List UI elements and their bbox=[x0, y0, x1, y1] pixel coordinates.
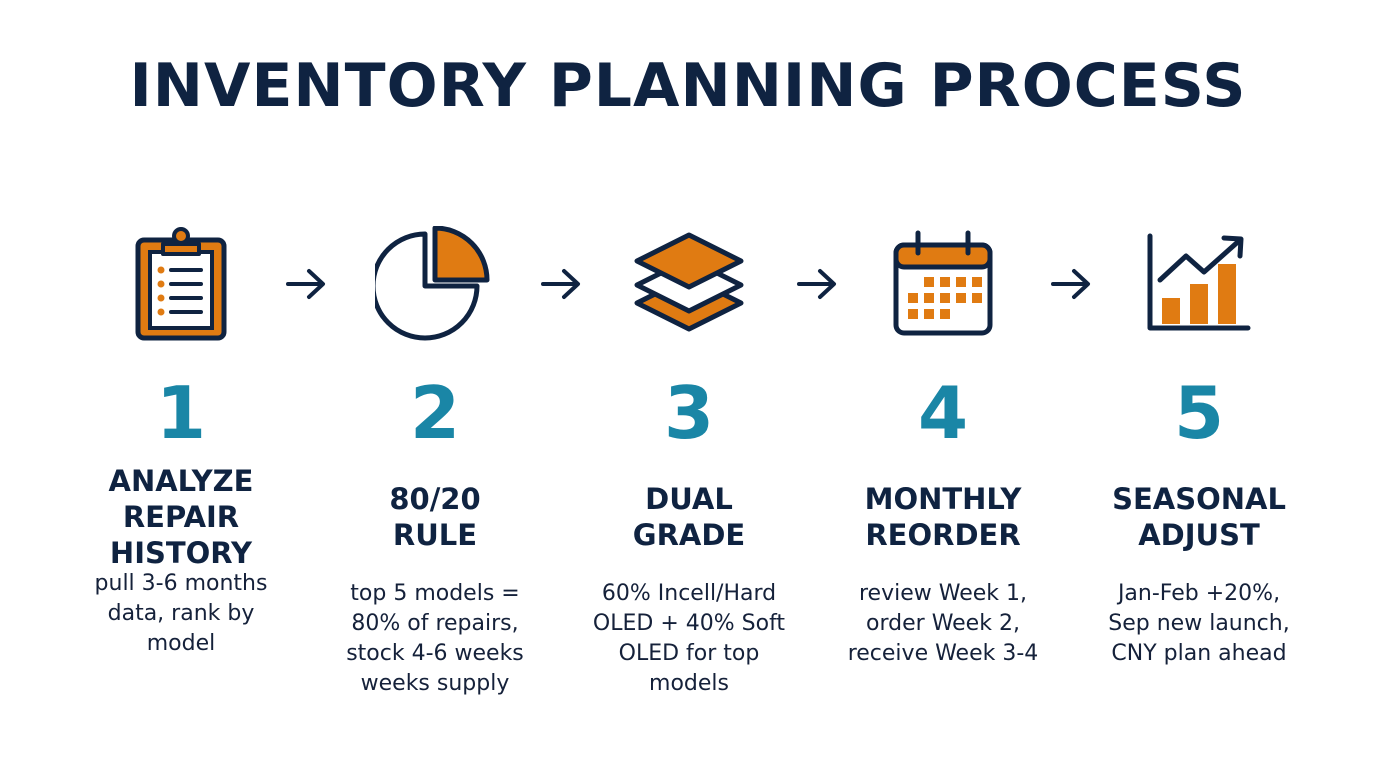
label-line: ADJUST bbox=[1138, 518, 1260, 552]
label-line: SEASONAL bbox=[1112, 482, 1286, 516]
step-description: review Week 1, order Week 2, receive Wee… bbox=[823, 579, 1063, 669]
step-4: 4 MONTHLY REORDER review Week 1, order W… bbox=[823, 220, 1063, 669]
desc-line: stock 4-6 weeks bbox=[346, 641, 524, 666]
growth-chart-icon bbox=[1079, 220, 1319, 348]
pie-chart-icon bbox=[315, 220, 555, 348]
desc-line: 80% of repairs, bbox=[351, 611, 519, 636]
arrow-right-icon bbox=[286, 269, 325, 299]
arrow-right-icon bbox=[1051, 269, 1090, 299]
step-label: 80/20 RULE bbox=[315, 463, 555, 571]
label-line: HISTORY bbox=[109, 536, 253, 570]
step-5: 5 SEASONAL ADJUST Jan-Feb +20%, Sep new … bbox=[1079, 220, 1319, 669]
desc-line: Sep new launch, bbox=[1108, 611, 1290, 636]
label-line: GRADE bbox=[632, 518, 746, 552]
step-label: SEASONAL ADJUST bbox=[1079, 463, 1319, 571]
step-number: 5 bbox=[1173, 371, 1225, 455]
label-line: REPAIR bbox=[122, 500, 240, 534]
desc-line: 60% Incell/Hard bbox=[601, 581, 777, 606]
label-line: REORDER bbox=[865, 518, 1021, 552]
step-description: top 5 models = 80% of repairs, stock 4-6… bbox=[315, 579, 555, 699]
desc-line: order Week 2, bbox=[866, 611, 1020, 636]
step-3: 3 DUAL GRADE 60% Incell/Hard OLED + 40% … bbox=[569, 220, 809, 699]
label-line: DUAL bbox=[645, 482, 733, 516]
desc-line: model bbox=[146, 631, 216, 656]
desc-line: review Week 1, bbox=[858, 581, 1027, 606]
desc-line: data, rank by bbox=[107, 601, 255, 626]
label-line: 80/20 bbox=[389, 482, 481, 516]
step-label: DUAL GRADE bbox=[569, 463, 809, 571]
desc-line: OLED for top bbox=[618, 641, 760, 666]
step-1: 1 ANALYZE REPAIR HISTORY pull 3-6 months… bbox=[61, 220, 301, 659]
desc-line: top 5 models = bbox=[350, 581, 520, 606]
label-line: MONTHLY bbox=[864, 482, 1022, 516]
step-label: MONTHLY REORDER bbox=[823, 463, 1063, 571]
page-title: INVENTORY PLANNING PROCESS bbox=[129, 51, 1247, 121]
step-number: 1 bbox=[155, 371, 207, 455]
clipboard-icon bbox=[61, 220, 301, 348]
step-description: Jan-Feb +20%, Sep new launch, CNY plan a… bbox=[1079, 579, 1319, 669]
arrow-right-icon bbox=[541, 269, 580, 299]
calendar-icon bbox=[823, 220, 1063, 348]
desc-line: OLED + 40% Soft bbox=[592, 611, 786, 636]
desc-line: pull 3-6 months bbox=[94, 571, 268, 596]
desc-line: CNY plan ahead bbox=[1111, 641, 1287, 666]
step-description: 60% Incell/Hard OLED + 40% Soft OLED for… bbox=[569, 579, 809, 699]
desc-line: weeks supply bbox=[360, 671, 510, 696]
desc-line: Jan-Feb +20%, bbox=[1117, 581, 1281, 606]
step-number: 2 bbox=[409, 371, 461, 455]
arrow-right-icon bbox=[797, 269, 836, 299]
desc-line: models bbox=[649, 671, 729, 696]
step-number: 3 bbox=[663, 371, 715, 455]
step-label: ANALYZE REPAIR HISTORY bbox=[61, 463, 301, 571]
step-number: 4 bbox=[917, 371, 969, 455]
desc-line: receive Week 3-4 bbox=[847, 641, 1039, 666]
label-line: ANALYZE bbox=[108, 464, 254, 498]
label-line: RULE bbox=[392, 518, 478, 552]
step-description: pull 3-6 months data, rank by model bbox=[61, 569, 301, 659]
step-2: 2 80/20 RULE top 5 models = 80% of repai… bbox=[315, 220, 555, 699]
layers-icon bbox=[569, 220, 809, 348]
